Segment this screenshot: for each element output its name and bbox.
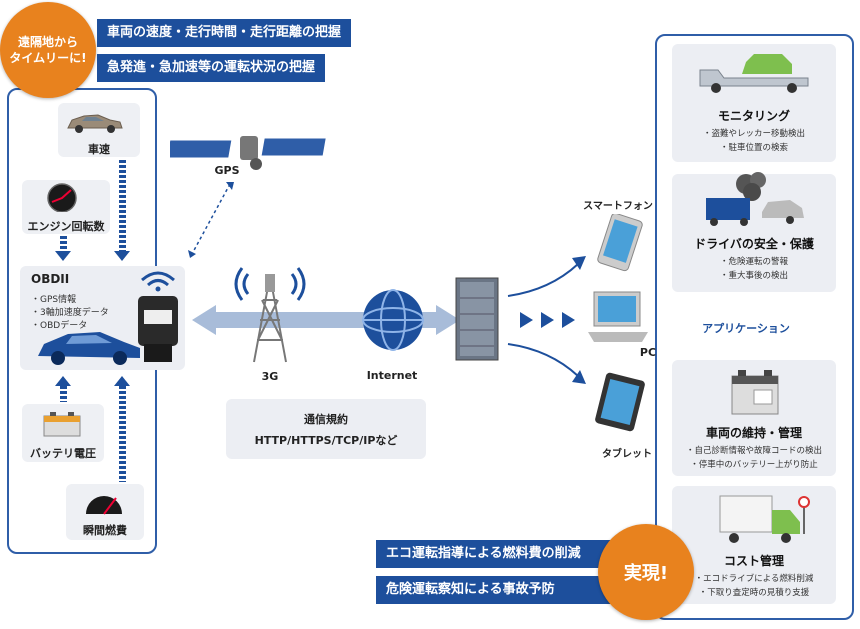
tablet-label: タブレット (602, 449, 652, 460)
application-label: アプリケーション (702, 322, 790, 335)
obd-title: OBDII (31, 272, 70, 286)
app-monitoring-item2: ・駐車位置の検索 (719, 143, 788, 153)
app-cost-item1: ・エコドライブによる燃料削減 (694, 574, 814, 584)
accident-icon (706, 172, 804, 226)
fuel-gauge-icon (86, 496, 122, 515)
gps-link (188, 182, 234, 258)
battery-line (60, 386, 67, 402)
3g-label: 3G (261, 370, 279, 383)
app-monitoring-title: モニタリング (717, 109, 790, 123)
protocol-value: HTTP/HTTPS/TCP/IPなど (254, 434, 398, 447)
app-monitoring-item1: ・盗難やレッカー移動検出 (702, 129, 805, 139)
battery-icon (43, 412, 81, 437)
protocol-box (226, 399, 426, 459)
rpm-label: エンジン回転数 (27, 220, 105, 233)
fuel-arrow (114, 376, 130, 386)
speed-arrow (114, 251, 130, 261)
gps-label: GPS (214, 164, 240, 177)
cell-tower-icon (234, 267, 306, 363)
truck-icon (719, 495, 810, 543)
flow-triangle-3 (562, 312, 575, 328)
blue-car-icon (38, 332, 140, 365)
app-cost-title: コスト管理 (723, 554, 784, 568)
protocol-title: 通信規約 (304, 413, 348, 426)
smartphone-icon (597, 214, 643, 272)
app-cost-item2: ・下取り査定時の見積り支援 (698, 588, 810, 598)
battery-arrow (55, 376, 71, 386)
rpm-line (60, 236, 67, 252)
badge-line1: 遠隔地から (17, 35, 78, 49)
server-icon (455, 277, 499, 361)
satellite-icon (170, 136, 327, 170)
bottom-banner-2: 危険運転察知による事故予防 (376, 576, 624, 604)
wifi-icon (141, 271, 175, 292)
bottom-banner-1: エコ運転指導による燃料費の削減 (376, 540, 624, 568)
speed-line (119, 160, 126, 252)
device-arrows (507, 256, 586, 384)
remote-timely-badge: 遠隔地から タイムリーに! (0, 2, 96, 98)
tachometer-icon (47, 183, 77, 212)
app-safety-item2: ・重大事後の検出 (719, 271, 788, 281)
realize-badge: 実現! (598, 524, 694, 620)
obd-device-icon (138, 296, 178, 362)
car-battery-icon (731, 370, 779, 415)
top-banner-1: 車両の速度・走行時間・走行距離の把握 (97, 19, 352, 47)
badge-line2: タイムリーに! (9, 51, 87, 65)
obd-item-obd: ・OBDデータ (31, 321, 88, 331)
app-safety-item1: ・危険運転の警報 (719, 257, 788, 267)
app-maintenance-item2: ・停車中のバッテリー上がり防止 (690, 460, 818, 470)
laptop-icon (588, 291, 648, 342)
tow-truck-icon (699, 54, 809, 93)
app-safety-title: ドライバの安全・保護 (694, 237, 814, 251)
pc-label: PC (639, 346, 657, 359)
speed-label: 車速 (88, 143, 110, 156)
flow-triangle-1 (520, 312, 533, 328)
tablet-icon (595, 372, 645, 432)
speed-card (58, 103, 140, 157)
fuel-line (119, 386, 126, 482)
smartphone-label: スマートフォン (583, 201, 653, 212)
obd-item-gps: ・GPS情報 (31, 295, 77, 305)
internet-label: Internet (366, 369, 418, 382)
rpm-arrow (55, 251, 71, 261)
app-maintenance-title: 車両の維持・管理 (705, 426, 802, 440)
obd-item-accel: ・3軸加速度データ (31, 308, 109, 318)
globe-icon (362, 289, 424, 351)
fuel-label: 瞬間燃費 (83, 524, 127, 537)
battery-label: バッテリ電圧 (30, 447, 96, 460)
top-banner-2: 急発進・急加速等の運転状況の把握 (97, 54, 326, 82)
flow-triangle-2 (541, 312, 554, 328)
application-panel (655, 34, 854, 620)
app-maintenance-item1: ・自己診断情報や故障コードの検出 (685, 446, 822, 456)
car-icon (67, 114, 123, 133)
